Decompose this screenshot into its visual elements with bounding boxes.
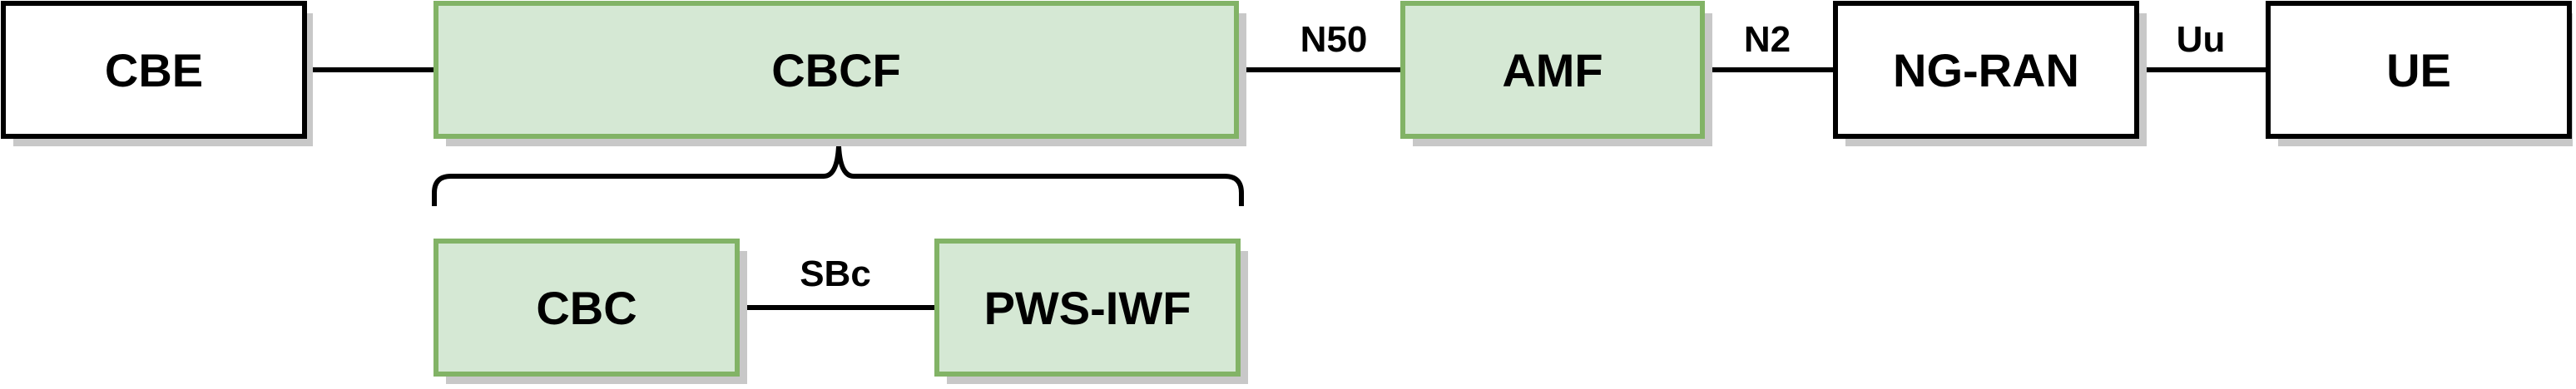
node-ue-label: UE [2386,44,2451,96]
node-cbe: CBE [1,1,313,146]
node-ngran-label: NG-RAN [1893,44,2079,96]
edge-label-ngran-ue: Uu [2177,19,2226,60]
node-cbc: CBC [433,239,747,384]
node-amf-label: AMF [1502,44,1603,96]
node-amf: AMF [1400,1,1712,146]
node-cbe-label: CBE [105,44,203,96]
edge-label-cbcf-amf: N50 [1300,19,1368,60]
node-ngran-box [1833,1,2139,139]
edge-label-amf-ngran: N2 [1744,19,1791,60]
node-cbcf-box [433,1,1239,139]
node-ngran: NG-RAN [1833,1,2147,146]
node-cbcf: CBCF [433,1,1246,146]
node-cbc-box [433,239,740,377]
node-pwsiwf: PWS-IWF [934,239,1248,384]
node-pwsiwf-box [934,239,1241,377]
node-ue: UE [2266,1,2573,146]
grouping-brace [432,145,1244,206]
node-amf-box [1400,1,1705,139]
node-cbe-box [1,1,307,139]
node-cbcf-label: CBCF [771,44,901,96]
node-pwsiwf-label: PWS-IWF [984,282,1191,334]
node-ue-box [2266,1,2572,139]
node-cbc-label: CBC [536,282,637,334]
edge-label-cbc-pwsiwf: SBc [800,254,871,294]
